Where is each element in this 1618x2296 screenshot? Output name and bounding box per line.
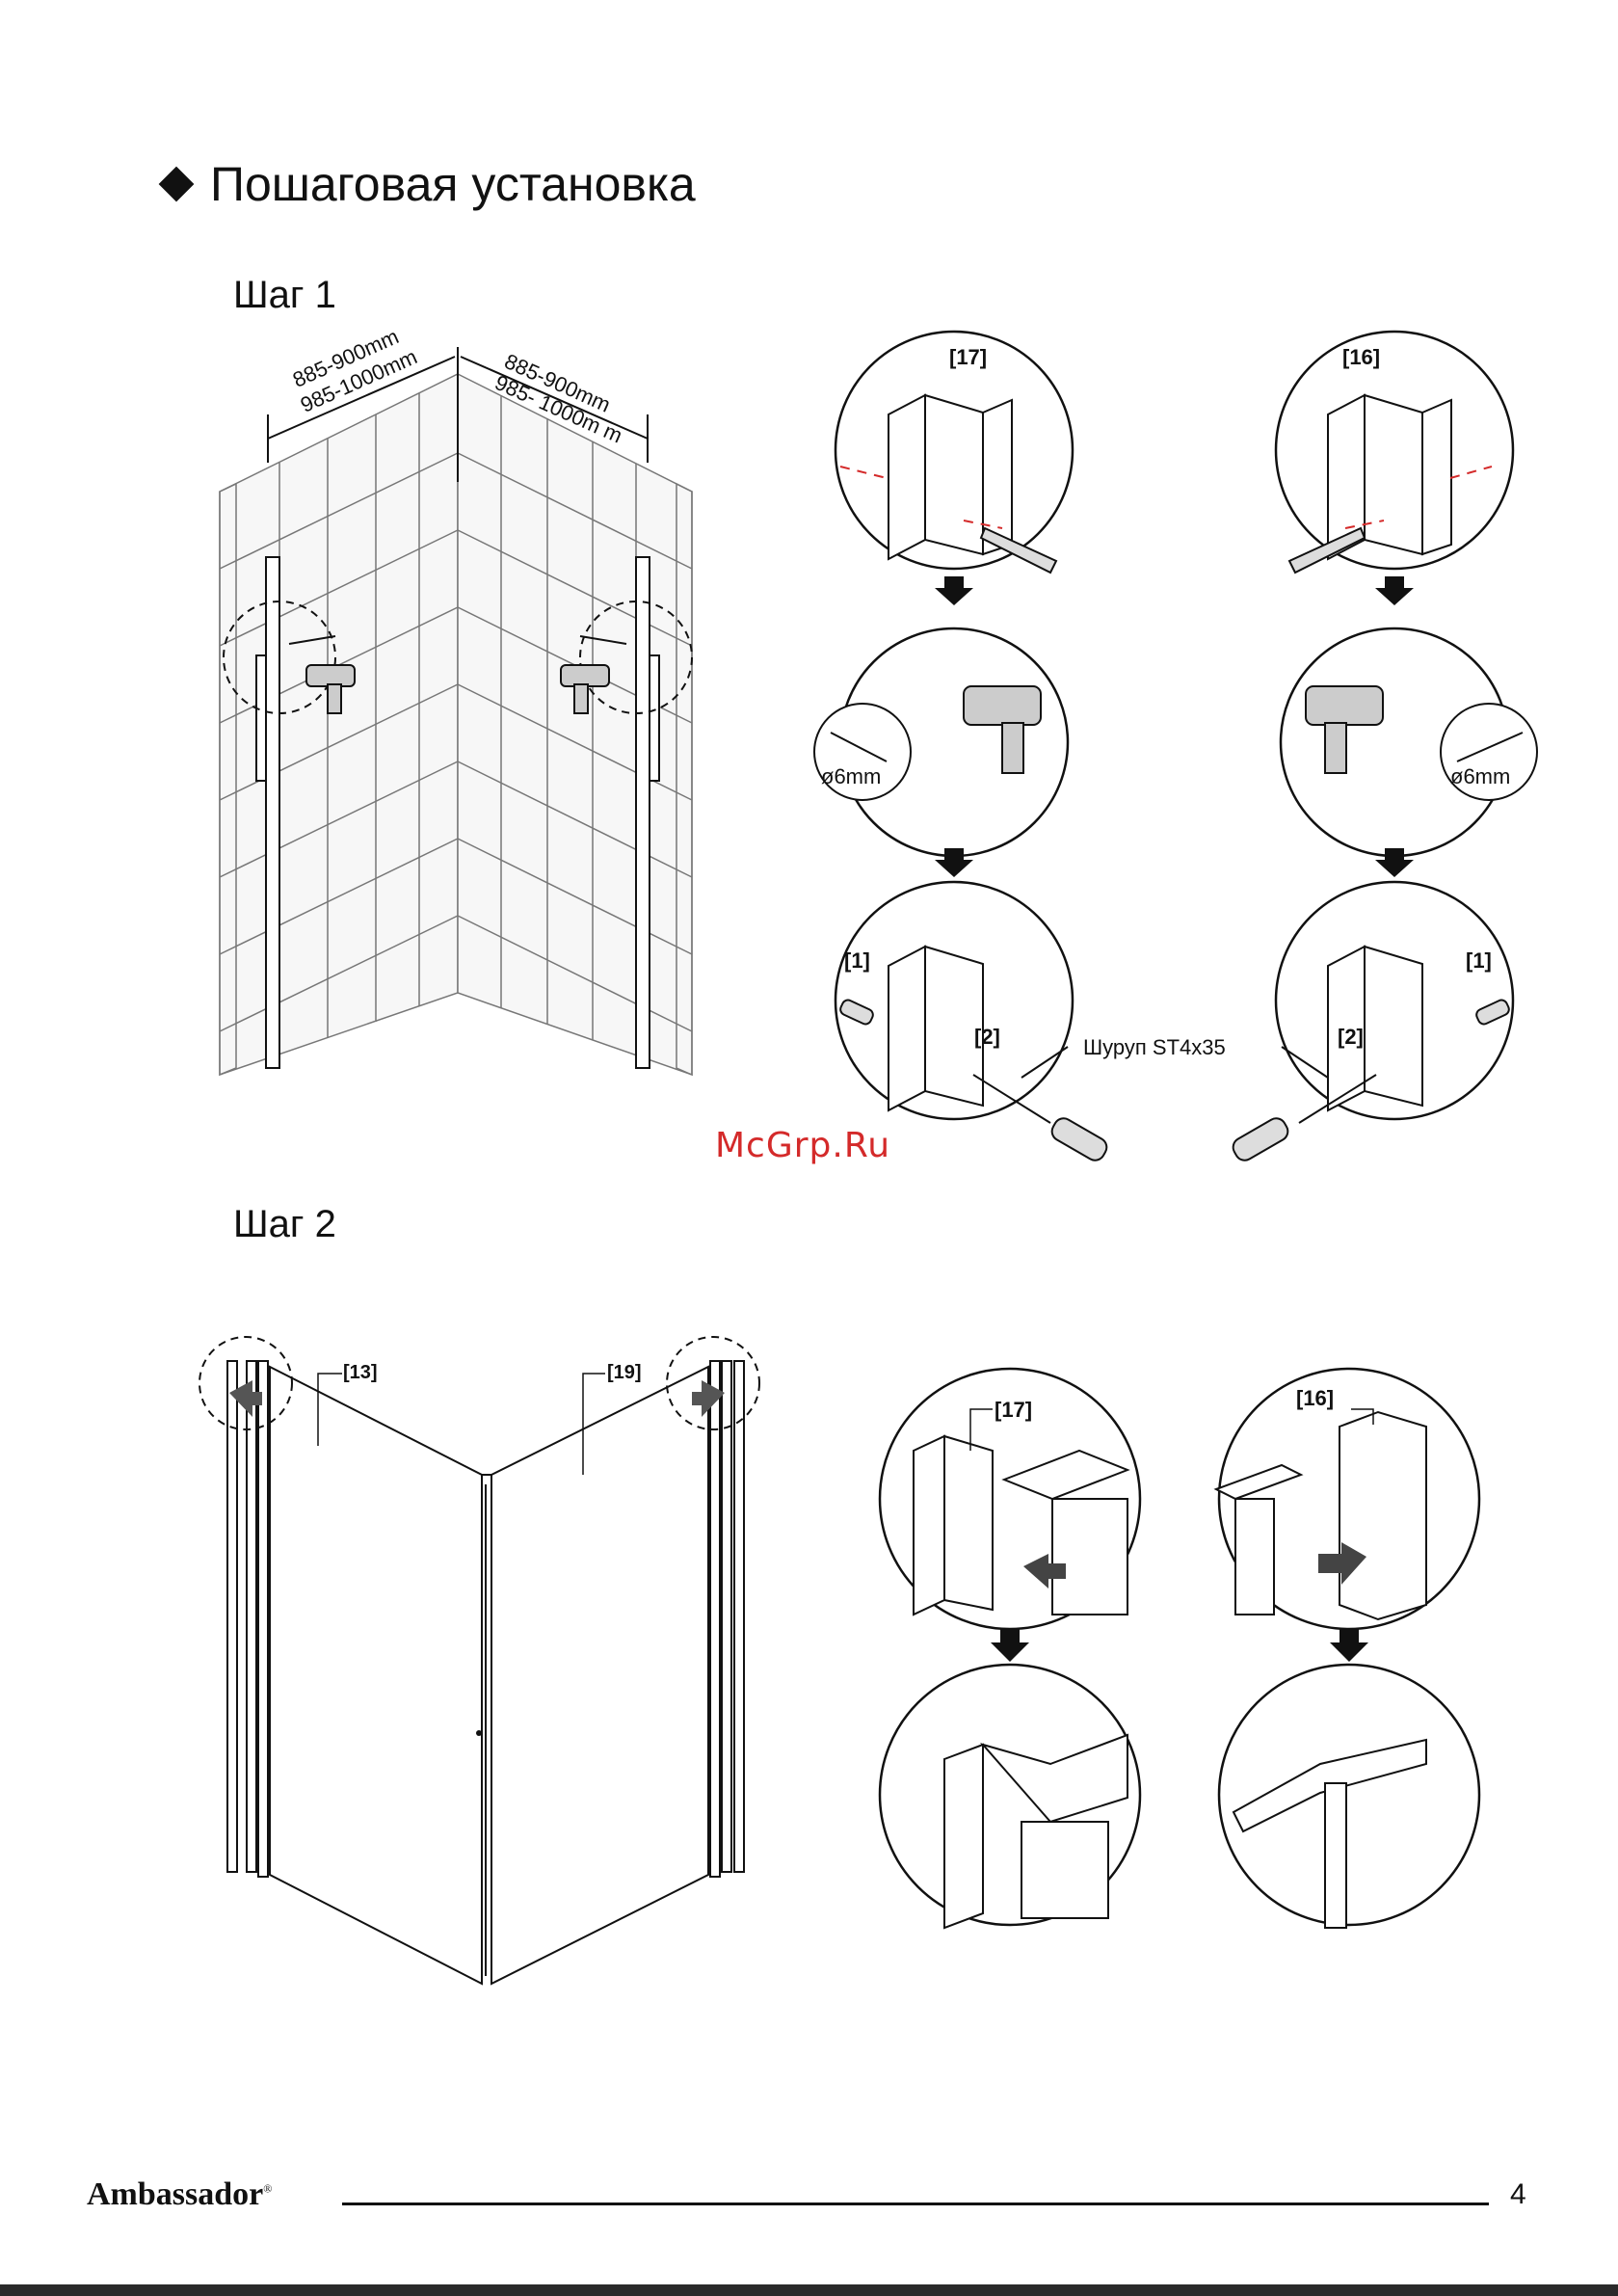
page-number: 4 [1510,2178,1526,2211]
step2-part-16-label: [16] [1296,1386,1334,1411]
brand-name: Ambassador [87,2176,263,2212]
step2-part-17-label: [17] [995,1398,1032,1423]
bottom-bar [0,2284,1618,2296]
brand-logo: Ambassador® [87,2176,272,2213]
brand-registered-mark: ® [263,2182,272,2196]
footer-rule [342,2203,1489,2205]
